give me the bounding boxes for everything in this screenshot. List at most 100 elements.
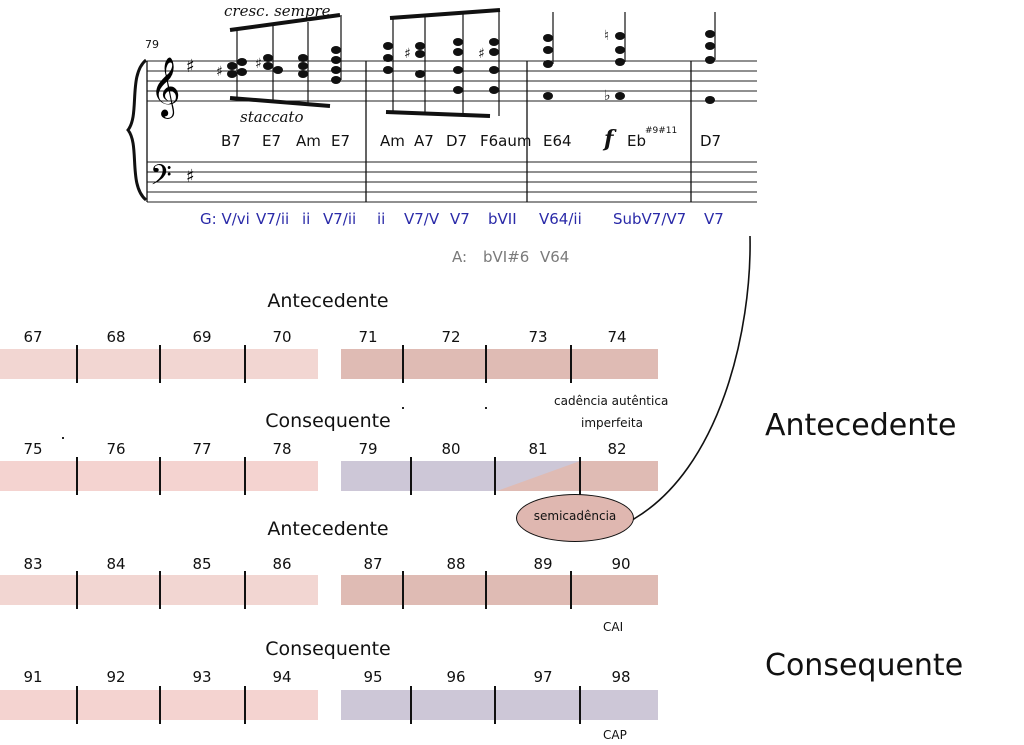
bass-clef-icon: 𝄢	[150, 159, 172, 199]
measure-number: 74	[607, 328, 627, 346]
row-title: Antecedente	[267, 290, 389, 312]
barline	[76, 345, 78, 383]
measure-number: 92	[106, 668, 126, 686]
barline	[485, 571, 487, 609]
barline	[76, 686, 78, 724]
chord-symbol: E7	[331, 132, 351, 150]
measure-number: 95	[363, 668, 383, 686]
svg-text:♭: ♭	[604, 88, 611, 104]
svg-text:♮: ♮	[604, 28, 609, 44]
treble-clef-icon: 𝄞	[150, 57, 181, 119]
roman-key: G: V/vi	[200, 210, 250, 228]
side-label-antecedent: Antecedente	[765, 408, 957, 443]
roman-numeral: V7	[450, 210, 470, 228]
measure-number: 76	[106, 440, 126, 458]
roman-numeral: V7/ii	[323, 210, 357, 228]
measure-number: 94	[272, 668, 292, 686]
phrase-bar-second-half	[341, 690, 658, 720]
barline	[579, 457, 581, 495]
measure-number: 97	[533, 668, 553, 686]
measure-number: 73	[528, 328, 548, 346]
measure-number: 81	[528, 440, 548, 458]
barline	[410, 686, 412, 724]
chord-symbol: A7	[414, 132, 434, 150]
barline	[159, 686, 161, 724]
measure-number: 69	[192, 328, 212, 346]
measure-number: 83	[23, 555, 43, 573]
svg-text:♯: ♯	[216, 64, 223, 80]
measure-number: 84	[106, 555, 126, 573]
chord-symbol: D7	[700, 132, 722, 150]
barline	[579, 686, 581, 724]
measure-number: 93	[192, 668, 212, 686]
barline	[159, 457, 161, 495]
measure-81-notes: ♮ ♭	[543, 12, 626, 104]
measure-number: 80	[441, 440, 461, 458]
row-title: Antecedente	[267, 518, 389, 540]
barline	[244, 345, 246, 383]
measure-number: 82	[607, 440, 627, 458]
barline	[494, 686, 496, 724]
measure-number: 86	[272, 555, 292, 573]
measure-number: 79	[358, 440, 378, 458]
barline	[402, 345, 404, 383]
measure-number: 72	[441, 328, 461, 346]
cresc-direction: cresc. sempre	[224, 2, 331, 20]
roman-numeral: bVII	[488, 210, 517, 228]
measure-number: 91	[23, 668, 43, 686]
stray-dot	[485, 407, 487, 409]
chord-symbol: F6aum	[480, 132, 532, 150]
alt-numeral: bVI#6	[483, 248, 530, 266]
barline	[494, 457, 496, 495]
svg-text:♯: ♯	[255, 56, 262, 72]
measure-number: 89	[533, 555, 553, 573]
staccato-direction: staccato	[240, 108, 304, 126]
grand-staff-brace	[126, 58, 148, 202]
measure-number: 71	[358, 328, 378, 346]
score-staff-graphics: 𝄞 𝄢 ♯ ♯ ♯ ♯	[126, 8, 757, 203]
chord-symbol: E7	[262, 132, 282, 150]
measure-number: 67	[23, 328, 43, 346]
barline	[485, 345, 487, 383]
row-title: Consequente	[265, 638, 391, 660]
chord-symbol: B7	[221, 132, 241, 150]
measure-number: 68	[106, 328, 126, 346]
chord-symbol: Am	[380, 132, 405, 150]
alt-key: A:	[452, 248, 468, 266]
measure-number: 98	[611, 668, 631, 686]
barline	[570, 571, 572, 609]
stray-dot	[402, 407, 404, 409]
cadence-note: cadência autêntica	[554, 394, 669, 408]
barline	[410, 457, 412, 495]
alt-numeral: V64	[540, 248, 570, 266]
stray-dot	[62, 437, 64, 439]
chord-superscript: #9#11	[645, 126, 678, 136]
roman-numeral: V7/V	[404, 210, 440, 228]
barline	[76, 571, 78, 609]
barline	[570, 345, 572, 383]
measure-number-label: 79	[145, 38, 159, 51]
roman-numeral: V64/ii	[539, 210, 582, 228]
chord-symbol: Eb	[627, 132, 646, 150]
measure-number: 78	[272, 440, 292, 458]
barline	[244, 457, 246, 495]
barline	[402, 571, 404, 609]
barline	[244, 571, 246, 609]
phrase-bar-second-half	[341, 461, 658, 491]
measure-number: 85	[192, 555, 212, 573]
measure-number: 70	[272, 328, 292, 346]
semicadence-callout: semicadência	[516, 494, 634, 542]
side-label-consequent: Consequente	[765, 648, 964, 683]
row-title: Consequente	[265, 410, 391, 432]
measure-number: 90	[611, 555, 631, 573]
roman-numeral: ii	[377, 210, 386, 228]
chord-symbol: E64	[543, 132, 572, 150]
roman-numeral: V7/ii	[256, 210, 290, 228]
measure-number: 87	[363, 555, 383, 573]
cadence-note: imperfeita	[581, 416, 643, 430]
callout-label: semicadência	[533, 509, 617, 523]
barline	[244, 686, 246, 724]
measure-number: 75	[23, 440, 43, 458]
key-sharp-bass-icon: ♯	[186, 166, 195, 187]
